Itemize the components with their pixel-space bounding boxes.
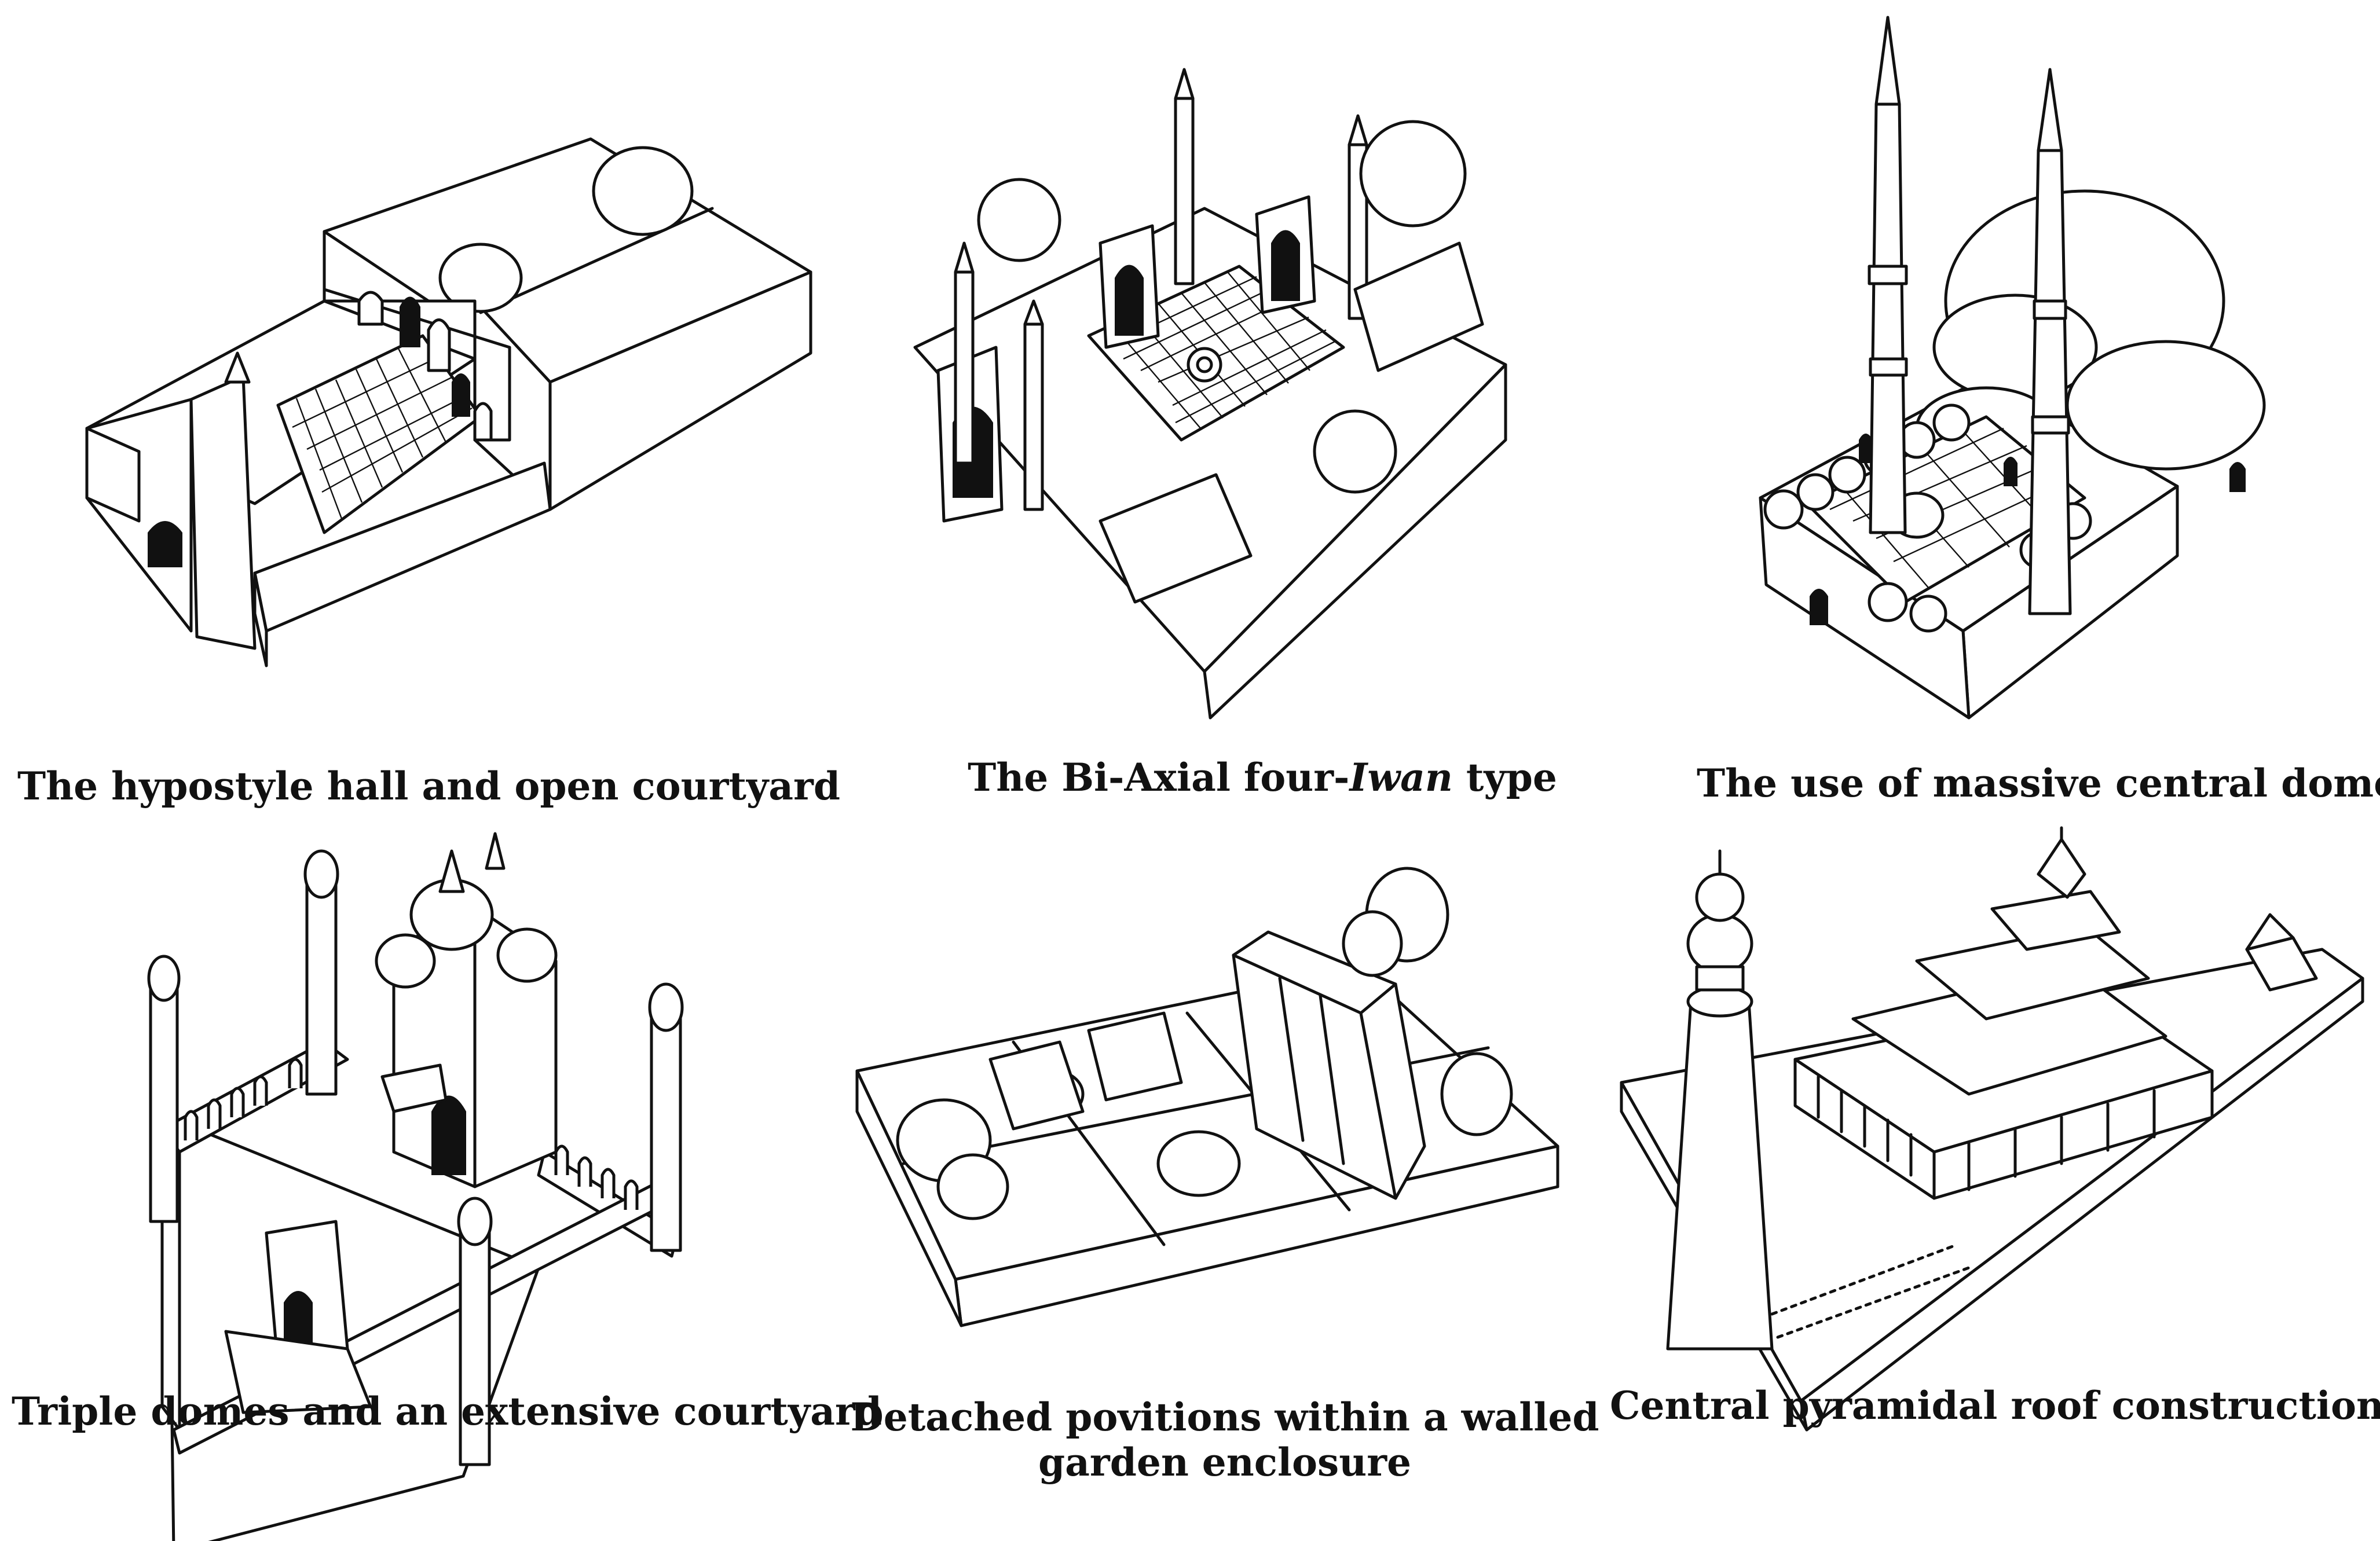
courtyard-grid — [276, 334, 482, 534]
caption-triple-domes: Triple domes and an extensive courtyard — [12, 1389, 882, 1434]
caption-pyramidal: Central pyramidal roof construction — [1610, 1383, 2380, 1428]
central-dome-mosque-drawing — [1759, 16, 2266, 720]
hypostyle-mosque-drawing — [85, 137, 812, 667]
caption-central-dome: The use of massive central dome — [1697, 761, 2380, 806]
detached-pavilions-drawing — [855, 867, 1559, 1327]
caption-biaxial-suffix: type — [1452, 755, 1557, 800]
panel-central-dome: The use of massive central dome — [1697, 0, 2380, 806]
panel-pyramidal: Central pyramidal roof construction — [1610, 826, 2380, 1482]
panel-hypostyle: The hypostyle hall and open courtyard — [0, 0, 840, 809]
caption-detached: Detached povitions within a walled garde… — [840, 1395, 1610, 1485]
panel-triple-domes: Triple domes and an extensive courtyard — [0, 828, 882, 1541]
biaxial-iwan-mosque-drawing — [913, 68, 1507, 720]
caption-detached-line2: garden enclosure — [1038, 1439, 1411, 1485]
caption-biaxial-iwan: Iwan — [1349, 755, 1453, 800]
triple-domes-mosque-drawing — [147, 832, 684, 1541]
caption-detached-line1: Detached povitions within a walled — [850, 1395, 1599, 1440]
caption-biaxial: The Bi-Axial four-Iwan type — [880, 755, 1645, 801]
caption-hypostyle: The hypostyle hall and open courtyard — [17, 764, 840, 809]
caption-biaxial-prefix: The Bi-Axial four- — [968, 755, 1350, 800]
panel-biaxial: The Bi-Axial four-Iwan type — [880, 0, 1645, 800]
pyramidal-roof-mosque-drawing — [1620, 826, 2364, 1432]
panel-detached: Detached povitions within a walled garde… — [840, 839, 1610, 1541]
